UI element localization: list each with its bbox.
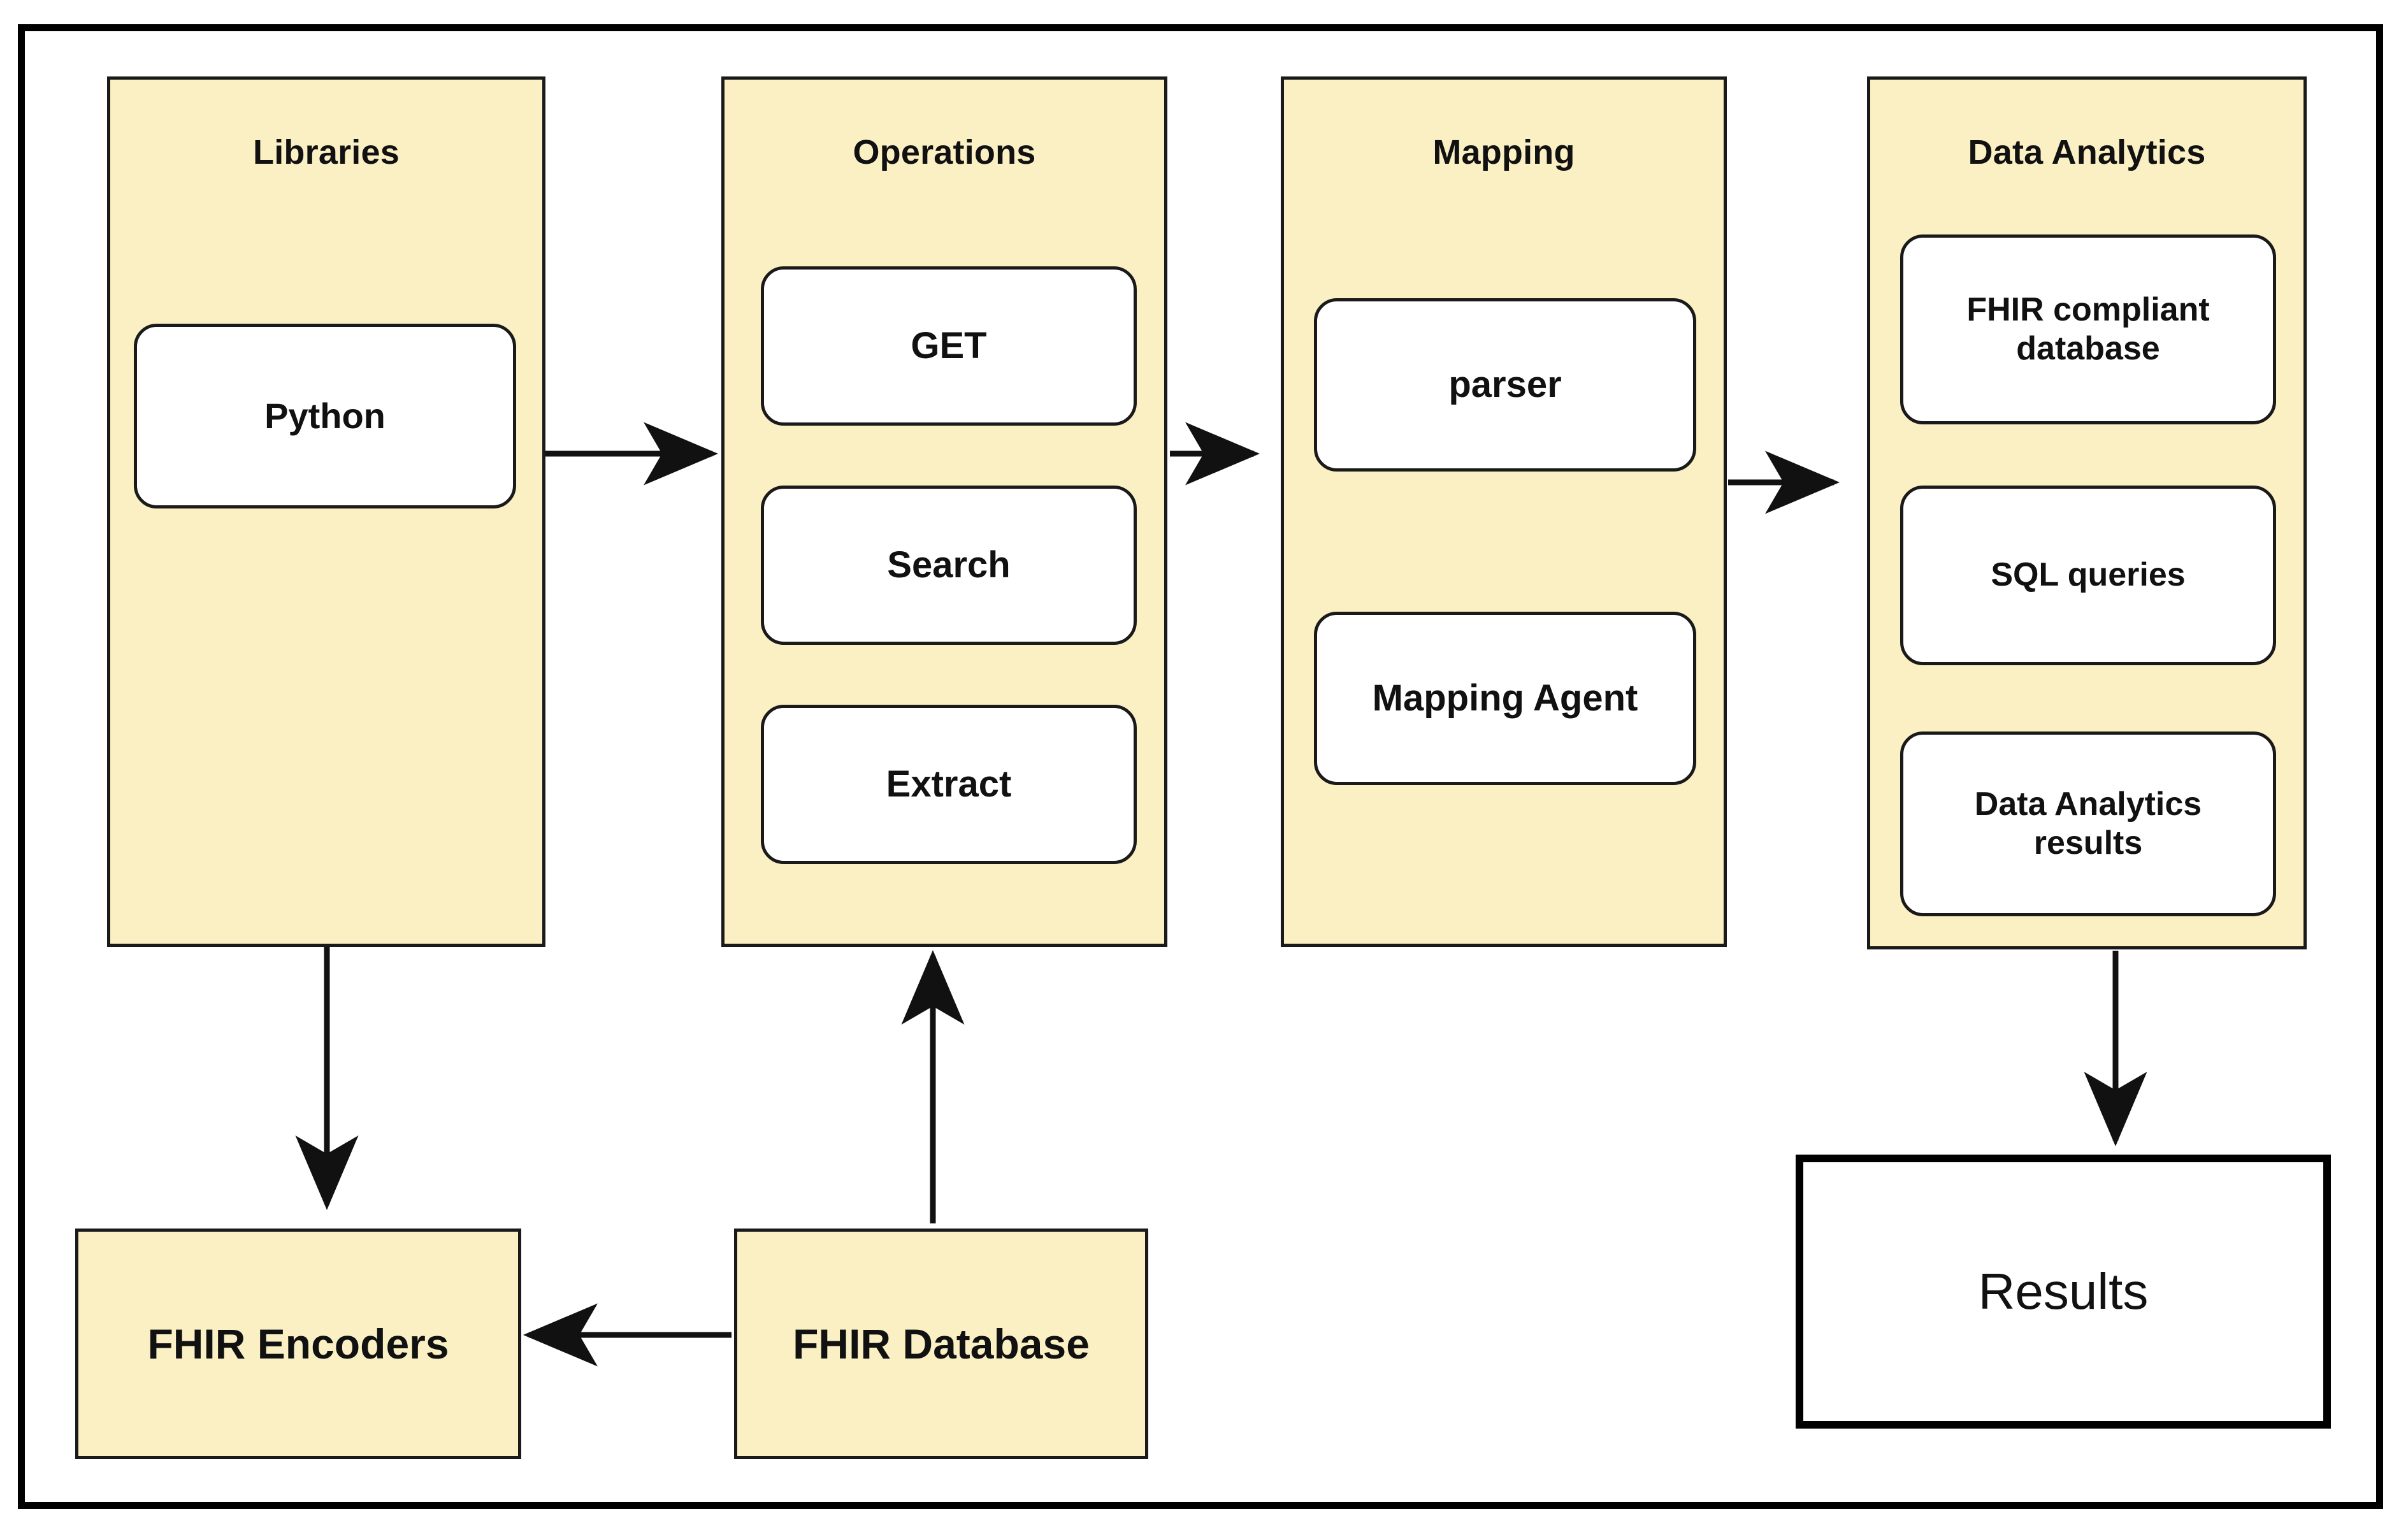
node-fhir-database[interactable]: FHIR Database [734, 1229, 1148, 1459]
node-python[interactable]: Python [134, 324, 516, 508]
node-extract[interactable]: Extract [761, 705, 1137, 864]
node-search[interactable]: Search [761, 486, 1137, 645]
node-mapping-agent[interactable]: Mapping Agent [1314, 612, 1696, 785]
lane-title-mapping: Mapping [1432, 133, 1575, 171]
node-get[interactable]: GET [761, 266, 1137, 426]
node-sql-queries[interactable]: SQL queries [1900, 486, 2276, 665]
lane-mapping[interactable] [1281, 76, 1727, 947]
node-fhir-encoders[interactable]: FHIR Encoders [75, 1229, 521, 1459]
lane-libraries[interactable] [107, 76, 545, 947]
lane-title-operations: Operations [853, 133, 1036, 171]
node-data-analytics-results[interactable]: Data Analytics results [1900, 731, 2276, 916]
node-fhir-compliant-database[interactable]: FHIR compliant database [1900, 234, 2276, 424]
lane-title-data-analytics: Data Analytics [1968, 133, 2206, 171]
node-parser[interactable]: parser [1314, 298, 1696, 472]
lane-title-libraries: Libraries [253, 133, 400, 171]
node-results[interactable]: Results [1796, 1155, 2331, 1429]
